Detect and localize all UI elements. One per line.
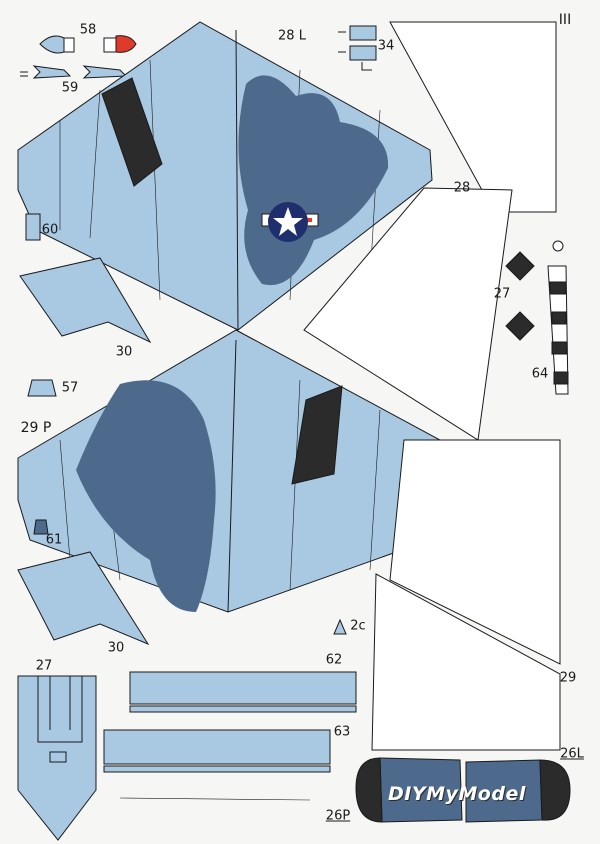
- wing-28l: [17, 21, 433, 331]
- label-26p: 26P: [325, 808, 351, 824]
- label-60: 60: [41, 222, 59, 238]
- label-27-diamond: 27: [493, 286, 511, 302]
- label-34: 34: [377, 38, 395, 54]
- part-62: [129, 671, 357, 713]
- part-30-upper: [19, 257, 152, 344]
- label-29p: 29 P: [20, 420, 52, 436]
- part-59: [20, 65, 128, 79]
- part-64-strut: [547, 240, 569, 395]
- label-27-fin: 27: [35, 658, 53, 674]
- part-57: [27, 379, 57, 397]
- part-30-lower: [17, 551, 150, 646]
- label-59: 59: [61, 80, 79, 96]
- white-panel-middle: [389, 439, 561, 665]
- part-60: [25, 213, 41, 241]
- page-id: III: [558, 12, 572, 28]
- label-28: 28: [453, 180, 471, 196]
- part-27-diamond-1: [505, 251, 535, 281]
- part-58: [39, 35, 137, 54]
- part-26: [355, 757, 571, 823]
- diymymodel-logo: DIYMyModel: [388, 783, 526, 805]
- label-28l: 28 L: [278, 28, 306, 44]
- label-29: 29: [559, 670, 577, 686]
- guide-line: [119, 797, 311, 801]
- label-63: 63: [333, 724, 351, 740]
- label-26l: 26L: [560, 746, 584, 762]
- part-27-diamond-2: [505, 311, 535, 341]
- part-63: [103, 729, 331, 773]
- label-61: 61: [45, 532, 63, 548]
- white-panel-lower: [371, 573, 561, 751]
- label-58: 58: [79, 22, 97, 38]
- part-61: [33, 519, 49, 535]
- label-64: 64: [531, 366, 549, 382]
- part-28-rudder: [389, 21, 557, 213]
- part-27-fin: [17, 675, 97, 841]
- label-57: 57: [61, 380, 79, 396]
- label-30-lower: 30: [107, 640, 125, 656]
- part-2c: [333, 618, 347, 635]
- label-62: 62: [325, 652, 343, 668]
- wing-29p: [17, 329, 441, 613]
- part-34: [338, 25, 377, 71]
- label-30-upper: 30: [115, 344, 133, 360]
- label-2c: 2c: [350, 618, 366, 634]
